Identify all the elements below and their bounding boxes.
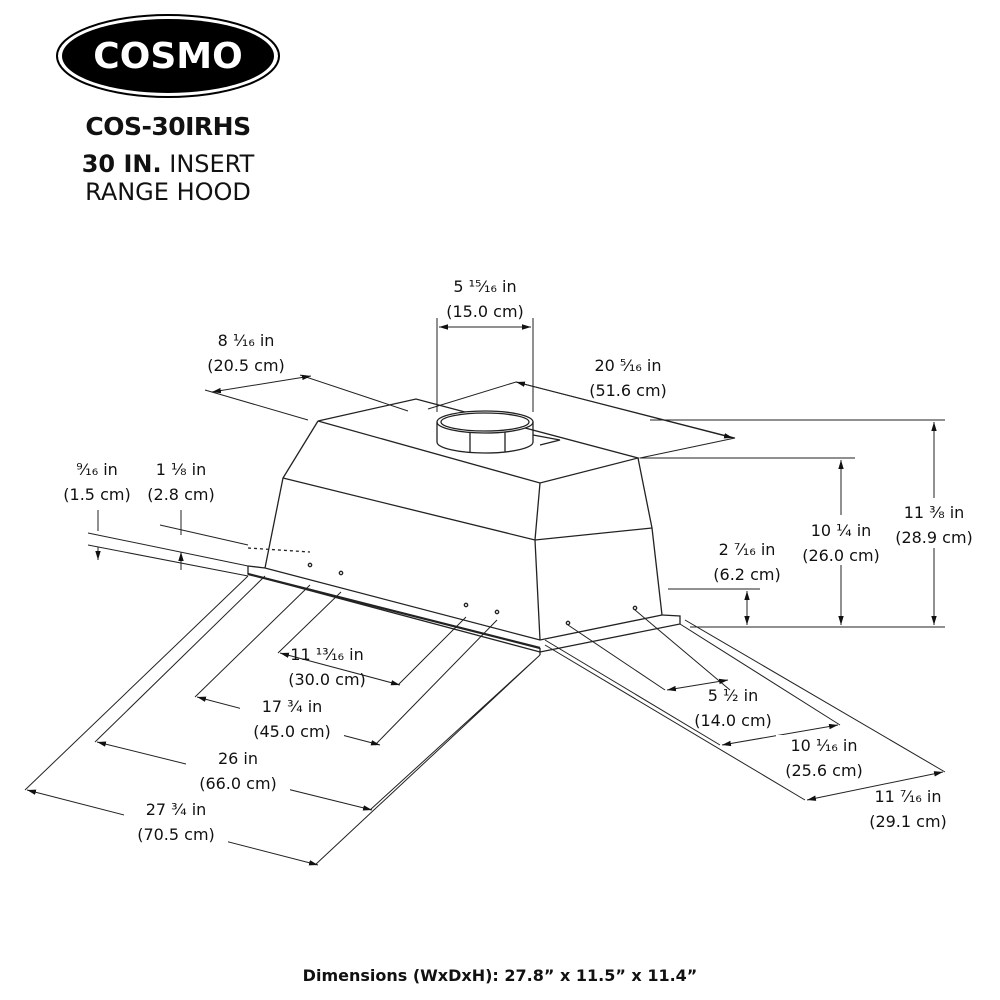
hole-spacing-inner-in: 11 ¹³⁄₁₆ in [290, 645, 363, 664]
top-width-cm: (51.6 cm) [589, 381, 667, 400]
total-depth-in: 11 ⁷⁄₁₆ in [874, 787, 941, 806]
logo-text: COSMO [93, 36, 242, 77]
product-size: 30 IN. [81, 150, 162, 178]
hole-spacing-outer-in: 17 ³⁄₄ in [262, 697, 323, 716]
front-height-cm: (6.2 cm) [713, 565, 780, 584]
body-width-cm: (66.0 cm) [199, 774, 277, 793]
total-width-in: 27 ³⁄₄ in [146, 800, 207, 819]
product-size-type: 30 IN. INSERT [0, 150, 336, 178]
side-hole-spacing-cm: (14.0 cm) [694, 711, 772, 730]
body-depth-cm: (25.6 cm) [785, 761, 863, 780]
total-depth-cm: (29.1 cm) [869, 812, 947, 831]
total-height-in: 11 ³⁄₈ in [904, 503, 965, 522]
side-hole-spacing-in: 5 ¹⁄₂ in [708, 686, 758, 705]
product-type-line2: RANGE HOOD [85, 178, 251, 206]
body-height-cm: (26.0 cm) [802, 546, 880, 565]
model-number: COS-30IRHS [85, 112, 251, 141]
duct-offset-in: 8 ¹⁄₁₆ in [218, 331, 275, 350]
flange-thickness-cm: (1.5 cm) [63, 485, 130, 504]
range-hood-drawing [247, 398, 681, 655]
overall-dimensions-value: 27.8” x 11.5” x 11.4” [504, 966, 698, 985]
body-height-in: 10 ¹⁄₄ in [811, 521, 872, 540]
total-width-cm: (70.5 cm) [137, 825, 215, 844]
hole-spacing-outer-cm: (45.0 cm) [253, 722, 331, 741]
product-type: INSERT [169, 150, 255, 178]
duct-width-cm: (15.0 cm) [446, 302, 524, 321]
dimension-lines [24, 318, 946, 866]
top-width-in: 20 ⁵⁄₁₆ in [594, 356, 661, 375]
duct-width-in: 5 ¹⁵⁄₁₆ in [453, 277, 516, 296]
front-height-in: 2 ⁷⁄₁₆ in [719, 540, 776, 559]
duct-offset-cm: (20.5 cm) [207, 356, 285, 375]
flange-thickness-in: ⁹⁄₁₆ in [76, 460, 118, 479]
dimension-labels: 5 ¹⁵⁄₁₆ in (15.0 cm) 8 ¹⁄₁₆ in (20.5 cm)… [63, 277, 980, 844]
body-width-in: 26 in [218, 749, 258, 768]
hole-spacing-inner-cm: (30.0 cm) [288, 670, 366, 689]
flange-lip-cm: (2.8 cm) [147, 485, 214, 504]
overall-dimensions-label: Dimensions (WxDxH): [302, 966, 499, 985]
cosmo-logo: COSMO [56, 14, 280, 98]
flange-lip-in: 1 ¹⁄₈ in [156, 460, 206, 479]
total-height-cm: (28.9 cm) [895, 528, 973, 547]
overall-dimensions: Dimensions (WxDxH): 27.8” x 11.5” x 11.4… [0, 966, 1000, 985]
body-depth-in: 10 ¹⁄₁₆ in [790, 736, 857, 755]
